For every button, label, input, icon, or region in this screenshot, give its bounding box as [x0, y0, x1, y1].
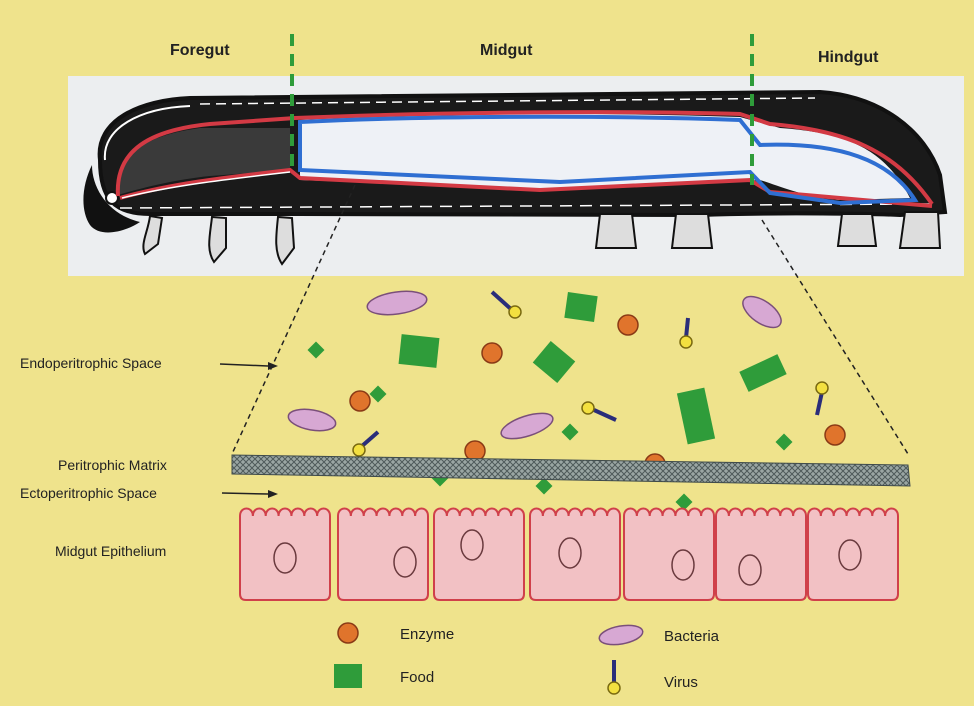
legend-virus-swatch-head — [608, 682, 620, 694]
legend-enzyme-label: Enzyme — [400, 626, 454, 643]
legend-bacteria-label: Bacteria — [664, 628, 720, 645]
epithelium-cell — [434, 509, 524, 601]
epithelium-cell — [716, 509, 806, 601]
enzyme — [825, 425, 845, 445]
region-label-hindgut: Hindgut — [818, 49, 879, 66]
enzyme — [482, 343, 502, 363]
label-peritrophic-matrix: Peritrophic Matrix — [58, 457, 167, 473]
enzyme — [350, 391, 370, 411]
food-particle — [564, 292, 597, 322]
midgut-epithelium-cells — [240, 509, 898, 601]
legend-food-swatch — [334, 664, 362, 688]
epithelium-cell — [808, 509, 898, 601]
food-particle — [399, 334, 440, 368]
region-label-midgut: Midgut — [480, 42, 533, 59]
legend-virus-label: Virus — [664, 674, 698, 691]
label-endoperitrophic-space: Endoperitrophic Space — [20, 355, 162, 371]
enzyme — [618, 315, 638, 335]
legend-enzyme-swatch — [338, 623, 358, 643]
epithelium-cell — [530, 509, 620, 601]
label-ectoperitrophic-space: Ectoperitrophic Space — [20, 485, 157, 501]
epithelium-cell — [240, 509, 330, 601]
label-midgut-epithelium: Midgut Epithelium — [55, 543, 166, 559]
epithelium-cell — [624, 509, 714, 601]
legend-food-label: Food — [400, 669, 434, 686]
region-label-foregut: Foregut — [170, 42, 230, 59]
